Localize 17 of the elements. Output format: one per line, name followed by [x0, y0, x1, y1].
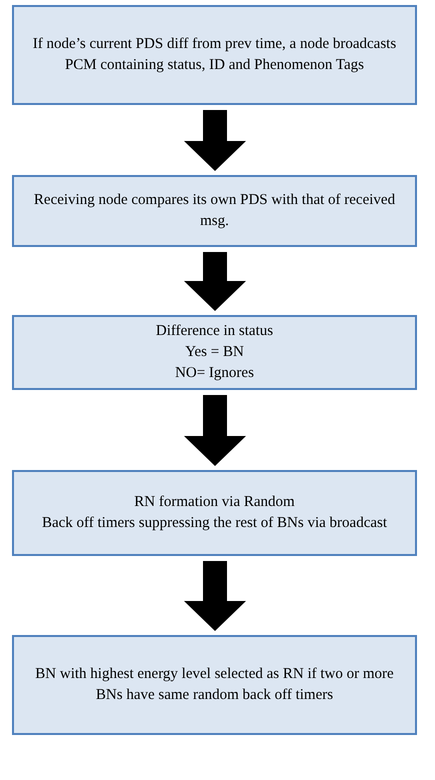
- process-box: [12, 470, 417, 556]
- process-box: [12, 635, 417, 735]
- block-arrow: [184, 252, 246, 311]
- step-text: NO= Ignores: [175, 364, 254, 383]
- step-text: If node’s current PDS diff from prev time, a node broadcasts PCM containing status, ID and Phenomenon Tags: [32, 35, 398, 75]
- block-arrow: [184, 561, 246, 631]
- step-text: Difference in status: [156, 322, 274, 341]
- block-arrow: [184, 110, 246, 171]
- process-box: [12, 315, 417, 390]
- step-text: RN formation via Random: [134, 493, 295, 512]
- block-arrow: [184, 395, 246, 466]
- step-text: Yes = BN: [185, 343, 244, 362]
- process-box: [12, 175, 417, 247]
- step-text: Receiving node compares its own PDS with that of received msg.: [32, 191, 396, 231]
- process-box: [12, 5, 417, 105]
- step-text: BN with highest energy level selected as RN if two or more BNs have same random back off timers: [34, 665, 395, 705]
- step-text: Back off timers suppressing the rest of BNs via broadcast: [42, 514, 388, 533]
